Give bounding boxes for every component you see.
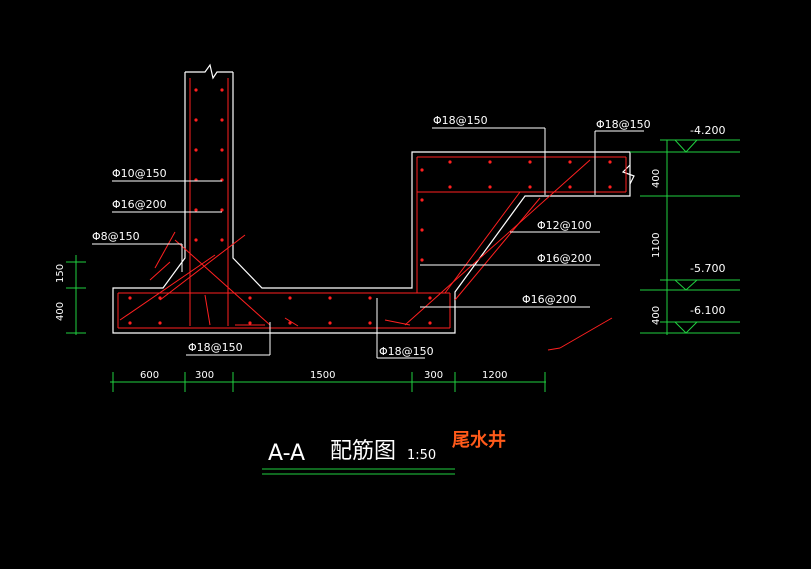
dim-right-1: 1100 <box>651 233 662 258</box>
dim-left-1: 400 <box>55 302 66 321</box>
dim-right-2: 400 <box>651 306 662 325</box>
label-top-slab-a: Φ18@150 <box>433 114 488 127</box>
leader-lines <box>92 127 644 359</box>
label-slope-dist: Φ16@200 <box>537 252 592 265</box>
label-haunch: Φ8@150 <box>92 230 140 243</box>
elevation-mid: -5.700 <box>690 262 725 275</box>
dim-h-2: 1500 <box>310 370 335 381</box>
title-underline <box>262 468 455 475</box>
rebar-dots <box>128 88 612 325</box>
title-scale: 1:50 <box>407 448 436 463</box>
dim-h-0: 600 <box>140 370 159 381</box>
label-bottom-mid: Φ18@150 <box>379 345 434 358</box>
label-wall-horiz: Φ16@200 <box>112 198 167 211</box>
label-base-dist: Φ16@200 <box>522 293 577 306</box>
dim-h-4: 1200 <box>482 370 507 381</box>
signature: 尾水井 <box>452 429 506 451</box>
dimension-lines <box>66 139 740 392</box>
elevation-bottom: -6.100 <box>690 304 725 317</box>
label-wall-vert: Φ10@150 <box>112 167 167 180</box>
title-section: A-A <box>268 441 305 466</box>
dim-h-3: 300 <box>424 370 443 381</box>
title-name: 配筋图 <box>330 439 396 464</box>
elevation-top: -4.200 <box>690 124 725 137</box>
label-slope: Φ12@100 <box>537 219 592 232</box>
rebar-lines <box>117 78 627 351</box>
label-top-slab-b: Φ18@150 <box>596 118 651 131</box>
dim-right-0: 400 <box>651 169 662 188</box>
dim-h-1: 300 <box>195 370 214 381</box>
label-bottom-left: Φ18@150 <box>188 341 243 354</box>
dim-left-0: 150 <box>55 264 66 283</box>
